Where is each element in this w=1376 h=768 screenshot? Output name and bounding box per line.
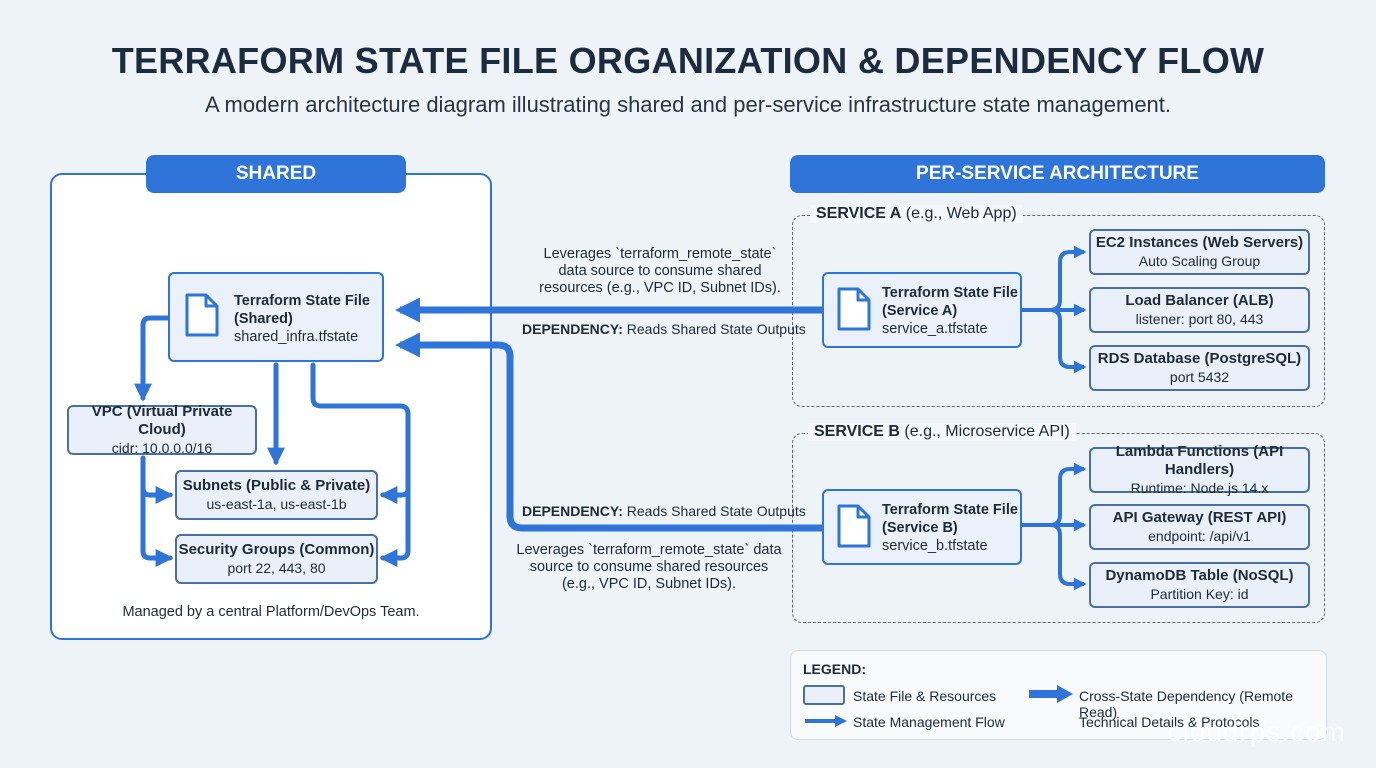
service-a-state-title: Terraform State File: [882, 285, 1018, 301]
dynamo-detail: Partition Key: id: [1150, 586, 1249, 602]
service-a-state-filename: service_a.tfstate: [882, 321, 988, 337]
alb-detail: listener: port 80, 443: [1135, 311, 1264, 327]
remote-state-note-a: Leverages `terraform_remote_state` data …: [520, 246, 800, 297]
legend: LEGEND: State File & Resources State Man…: [790, 650, 1327, 740]
service-a-state-subtitle: (Service A): [882, 303, 958, 319]
flow-vpc-to-subnets: [140, 455, 174, 504]
security-groups-detail: port 22, 443, 80: [227, 560, 326, 576]
remote-state-note-b: Leverages `terraform_remote_state` data …: [504, 542, 794, 593]
rds-database-box[interactable]: RDS Database (PostgreSQL) port 5432: [1089, 345, 1310, 391]
apigw-detail: endpoint: /api/v1: [1148, 528, 1251, 544]
lambda-detail: Runtime: Node.js 14.x: [1130, 480, 1269, 496]
note-a-line: Leverages `terraform_remote_state`: [543, 246, 777, 262]
rds-detail: port 5432: [1169, 369, 1230, 385]
flow-service-a-to-rds: [1049, 308, 1087, 374]
thick-arrow-icon: [1029, 685, 1073, 703]
service-b-label: SERVICE B (e.g., Microservice API): [808, 423, 1076, 441]
legend-item-label: Cross-State Dependency (Remote Read): [1079, 688, 1293, 720]
apigw-title: API Gateway (REST API): [1112, 509, 1287, 526]
vpc-title: VPC (Virtual Private Cloud): [91, 403, 233, 438]
subnets-title: Subnets (Public & Private): [182, 477, 371, 494]
flow-service-a-to-ec2: [1022, 245, 1087, 312]
shared-state-filename: shared_infra.tfstate: [234, 329, 359, 345]
flow-vpc-to-security-groups: [140, 485, 174, 567]
lambda-title: Lambda Functions (API Handlers): [1115, 443, 1284, 478]
page-subtitle: A modern architecture diagram illustrati…: [204, 92, 1172, 117]
flow-state-to-security-groups: [310, 362, 411, 567]
shared-footer-note: Managed by a central Platform/DevOps Tea…: [122, 604, 420, 620]
file-icon: [837, 504, 871, 548]
vpc-box[interactable]: VPC (Virtual Private Cloud) cidr: 10.0.0…: [67, 403, 257, 456]
dependency-service-b-to-shared: [394, 332, 822, 532]
flow-state-to-subnets-right: [379, 486, 411, 504]
legend-item-label: State File & Resources: [853, 688, 997, 704]
subnets-box[interactable]: Subnets (Public & Private) us-east-1a, u…: [175, 470, 378, 520]
rds-title: RDS Database (PostgreSQL): [1097, 350, 1302, 367]
resource-box-icon: [803, 685, 845, 705]
note-b-line: source to consume shared resources: [529, 559, 769, 575]
dynamodb-table-box[interactable]: DynamoDB Table (NoSQL) Partition Key: id: [1089, 562, 1310, 608]
shared-state-title: Terraform State File: [234, 293, 370, 309]
note-a-line: data source to consume shared: [558, 263, 762, 279]
thin-arrow-icon: [805, 715, 847, 727]
file-icon: [837, 287, 871, 331]
security-groups-box[interactable]: Security Groups (Common) port 22, 443, 8…: [175, 534, 378, 584]
lambda-functions-box[interactable]: Lambda Functions (API Handlers) Runtime:…: [1089, 443, 1310, 496]
load-balancer-box[interactable]: Load Balancer (ALB) listener: port 80, 4…: [1089, 287, 1310, 333]
legend-item-label: State Management Flow: [853, 714, 1005, 730]
shared-infrastructure-header: SHARED INFRASTRUCTURE: [146, 155, 406, 222]
page-title: TERRAFORM STATE FILE ORGANIZATION & DEPE…: [111, 40, 1265, 81]
flow-service-b-to-dynamo: [1049, 523, 1087, 591]
service-b-state-subtitle: (Service B): [882, 520, 958, 536]
ec2-title: EC2 Instances (Web Servers): [1095, 234, 1304, 251]
note-b-line: Leverages `terraform_remote_state` data: [516, 542, 782, 558]
note-a-line: resources (e.g., VPC ID, Subnet IDs).: [539, 280, 781, 296]
flow-service-b-to-lambda: [1022, 462, 1087, 527]
alb-title: Load Balancer (ALB): [1125, 292, 1274, 309]
ec2-detail: Auto Scaling Group: [1138, 253, 1261, 269]
service-b-state-title: Terraform State File: [882, 502, 1018, 518]
service-a-label: SERVICE A (e.g., Web App): [810, 205, 1023, 223]
legend-item-label: Technical Details & Protocols: [1079, 714, 1260, 730]
security-groups-title: Security Groups (Common): [178, 541, 375, 558]
legend-title: LEGEND:: [803, 661, 866, 677]
ec2-instances-box[interactable]: EC2 Instances (Web Servers) Auto Scaling…: [1089, 229, 1310, 275]
service-b-state-file[interactable]: Terraform State File (Service B) service…: [822, 489, 1022, 565]
subnets-detail: us-east-1a, us-east-1b: [206, 496, 347, 512]
service-b-state-filename: service_b.tfstate: [882, 538, 988, 554]
api-gateway-box[interactable]: API Gateway (REST API) endpoint: /api/v1: [1089, 504, 1310, 550]
shared-state-subtitle: (Shared): [234, 311, 293, 327]
service-a-state-file[interactable]: Terraform State File (Service A) service…: [822, 272, 1022, 348]
per-service-header: PER-SERVICE ARCHITECTURE: [790, 155, 1325, 193]
dynamo-title: DynamoDB Table (NoSQL): [1105, 567, 1294, 584]
file-icon: [185, 293, 219, 337]
watermark: cloudrps.com: [1167, 716, 1346, 747]
dependency-label-a: DEPENDENCY: Reads Shared State Outputs: [522, 321, 806, 337]
note-b-line: (e.g., VPC ID, Subnet IDs).: [561, 576, 737, 592]
shared-state-file[interactable]: Terraform State File (Shared) shared_inf…: [168, 272, 384, 362]
flow-state-to-vpc: [134, 315, 171, 402]
dependency-label-b: DEPENDENCY: Reads Shared State Outputs: [522, 503, 806, 519]
vpc-detail: cidr: 10.0.0.0/16: [111, 440, 213, 456]
